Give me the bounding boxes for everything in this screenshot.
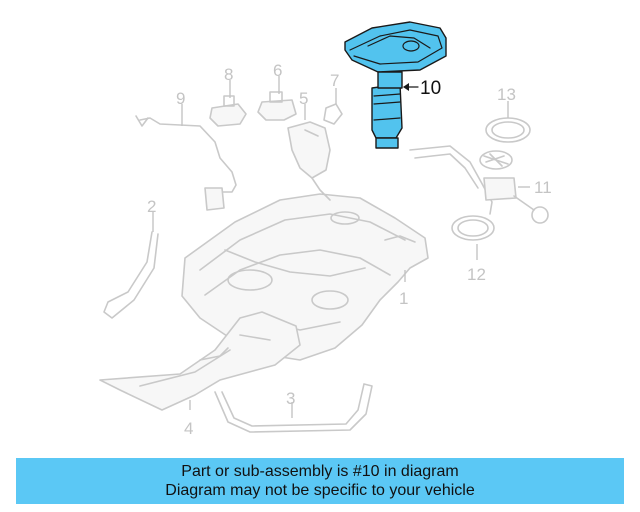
filler-neck[interactable] [287,121,331,201]
fuel-tank[interactable] [181,193,429,361]
callout-5: 5 [299,89,308,108]
pump-level-unit[interactable] [409,145,549,224]
callout-4: 4 [184,419,193,438]
parts-diagram: 1 2 3 4 5 6 7 8 9 10 11 12 13 [99,21,552,438]
ring-gasket[interactable] [451,215,495,241]
callout-6: 6 [273,61,282,80]
clip[interactable] [323,103,343,125]
lock-ring-and-seal[interactable] [479,117,531,170]
leader-lines [152,76,530,418]
callout-10: 10 [420,78,441,99]
callout-7: 7 [330,71,339,90]
tank-strap-left[interactable] [103,231,159,319]
vent-line[interactable] [135,115,237,211]
heat-shield[interactable] [99,311,301,411]
callout-3: 3 [286,389,295,408]
callout-2: 2 [147,197,156,216]
info-banner: Part or sub-assembly is #10 in diagram D… [16,458,624,504]
callout-1: 1 [399,289,408,308]
callout-13: 13 [497,85,516,104]
callout-8: 8 [224,65,233,84]
banner-line-1: Part or sub-assembly is #10 in diagram [181,463,459,480]
vent-valve[interactable] [209,95,247,127]
callout-9: 9 [176,89,185,108]
callout-11: 11 [534,178,552,197]
sender-unit[interactable] [257,91,297,121]
fuel-pump-module-highlighted[interactable] [344,21,447,149]
banner-line-2: Diagram may not be specific to your vehi… [165,482,475,499]
callout-12: 12 [467,265,486,284]
tank-strap-rear[interactable] [214,383,373,433]
